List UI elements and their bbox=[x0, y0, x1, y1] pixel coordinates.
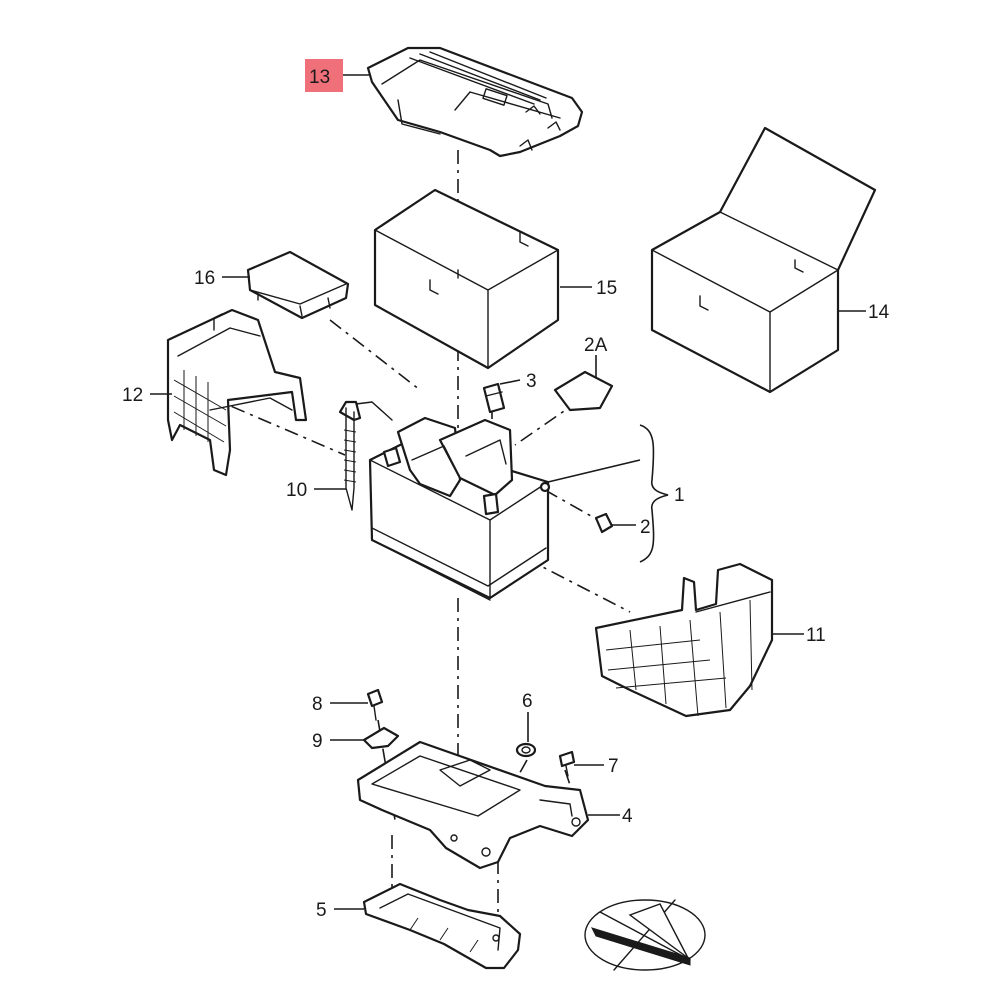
callout-labels: 13 16 15 14 12 3 2A 10 1 2 11 8 9 6 7 4 … bbox=[122, 59, 890, 921]
part-3-terminal-cap bbox=[482, 382, 506, 414]
part-2-plug bbox=[594, 512, 614, 534]
leader-lines bbox=[150, 74, 866, 910]
part-6-nut bbox=[515, 742, 537, 758]
callout-9: 9 bbox=[312, 731, 323, 752]
callout-3: 3 bbox=[526, 371, 537, 392]
callout-13-highlight bbox=[305, 59, 343, 92]
part-11-side-shield bbox=[594, 562, 774, 718]
part-13-battery-cover bbox=[366, 46, 584, 158]
part-1-battery bbox=[368, 416, 551, 601]
part-8-bolt bbox=[366, 688, 384, 721]
part-5-base-plate bbox=[362, 882, 522, 970]
callout-12: 12 bbox=[122, 385, 143, 406]
callout-10: 10 bbox=[286, 480, 307, 501]
callout-11: 11 bbox=[806, 625, 826, 646]
part-2a-label bbox=[553, 370, 614, 412]
callout-7: 7 bbox=[608, 756, 619, 777]
callout-6: 6 bbox=[522, 691, 533, 712]
part-15-insulation-box bbox=[373, 188, 560, 370]
part-10-vent-hose bbox=[338, 400, 393, 511]
callout-16: 16 bbox=[194, 268, 215, 289]
callout-5: 5 bbox=[316, 900, 327, 921]
callout-8: 8 bbox=[312, 694, 323, 715]
callout-2a: 2A bbox=[584, 335, 608, 356]
callout-14: 14 bbox=[868, 302, 890, 323]
part-7-bolt bbox=[558, 750, 576, 777]
callout-13: 13 bbox=[309, 67, 330, 88]
callout-2: 2 bbox=[640, 517, 651, 538]
callout-4: 4 bbox=[622, 806, 633, 827]
part-4-battery-tray bbox=[356, 740, 590, 870]
part-14-open-box bbox=[650, 126, 877, 394]
part-12-side-shield bbox=[166, 308, 308, 477]
part-16-small-cover bbox=[246, 250, 350, 320]
callout-15: 15 bbox=[596, 278, 617, 299]
callout-1-bracket bbox=[639, 424, 669, 563]
part-9-clamp bbox=[362, 726, 400, 750]
orientation-arrow-icon bbox=[584, 899, 706, 971]
callout-1: 1 bbox=[674, 485, 685, 506]
